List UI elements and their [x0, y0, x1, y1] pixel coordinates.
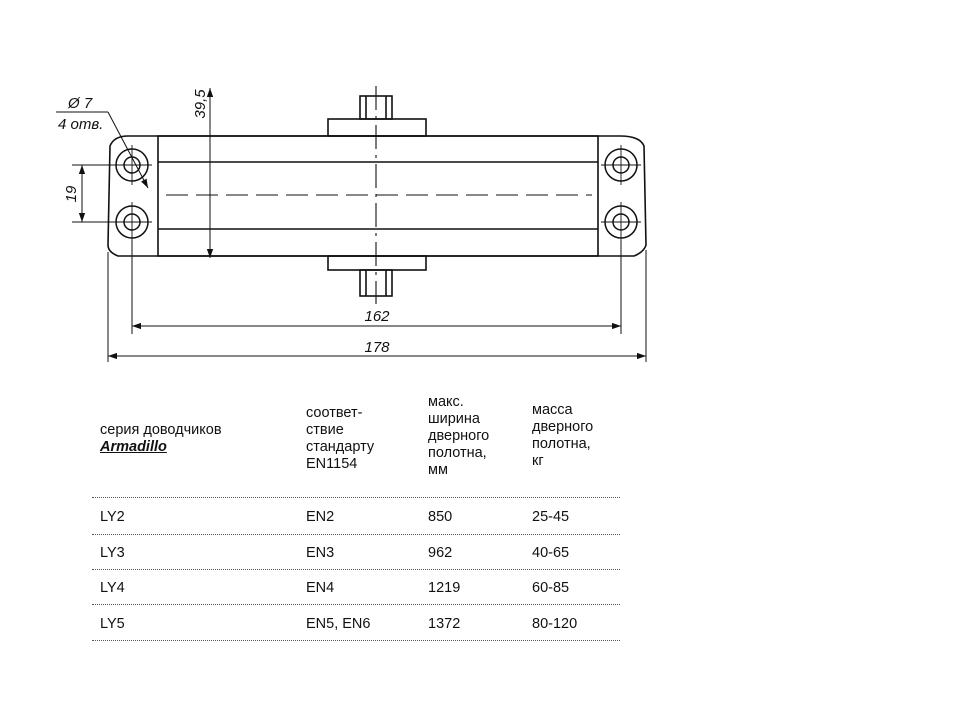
door-closer-drawing: Ø 7 4 отв. 19 39,5 162 178 — [56, 86, 647, 362]
header-door-mass: масса дверного полотна, кг — [532, 402, 594, 469]
hole-spacing-dimension: 19 — [63, 185, 80, 202]
table-row: LY2 EN2 850 25-45 — [100, 509, 570, 525]
series-brand: Armadillo — [100, 439, 167, 455]
header-standard: соответ- ствие стандарту EN1154 — [306, 405, 375, 472]
overall-length-dimension: 178 — [364, 339, 390, 356]
header-series: серия доводчиков Armadillo — [100, 422, 222, 455]
table-row: LY3 EN3 962 40-65 — [100, 545, 570, 561]
closer-outline — [107, 95, 647, 297]
table-divider — [92, 604, 620, 605]
table-row: LY5 EN5, EN6 1372 80-120 — [100, 616, 578, 632]
mounting-hole — [601, 145, 641, 185]
table-divider — [92, 640, 620, 641]
mounting-hole — [112, 145, 152, 185]
body-height-dimension: 39,5 — [192, 89, 209, 119]
header-max-width: макс. ширина дверного полотна, мм — [428, 394, 490, 478]
hole-span-dimension: 162 — [364, 308, 390, 325]
table-divider — [92, 534, 620, 535]
hole-diameter-label: Ø 7 — [67, 95, 93, 112]
hole-count-label: 4 отв. — [58, 116, 103, 133]
mounting-holes — [112, 145, 641, 242]
mounting-hole — [112, 202, 152, 242]
center-lines — [166, 86, 592, 304]
table-divider — [92, 569, 620, 570]
table-divider — [92, 497, 620, 498]
table-row: LY4 EN4 1219 60-85 — [100, 580, 570, 596]
mounting-hole — [601, 202, 641, 242]
dimension-lines — [56, 88, 647, 362]
